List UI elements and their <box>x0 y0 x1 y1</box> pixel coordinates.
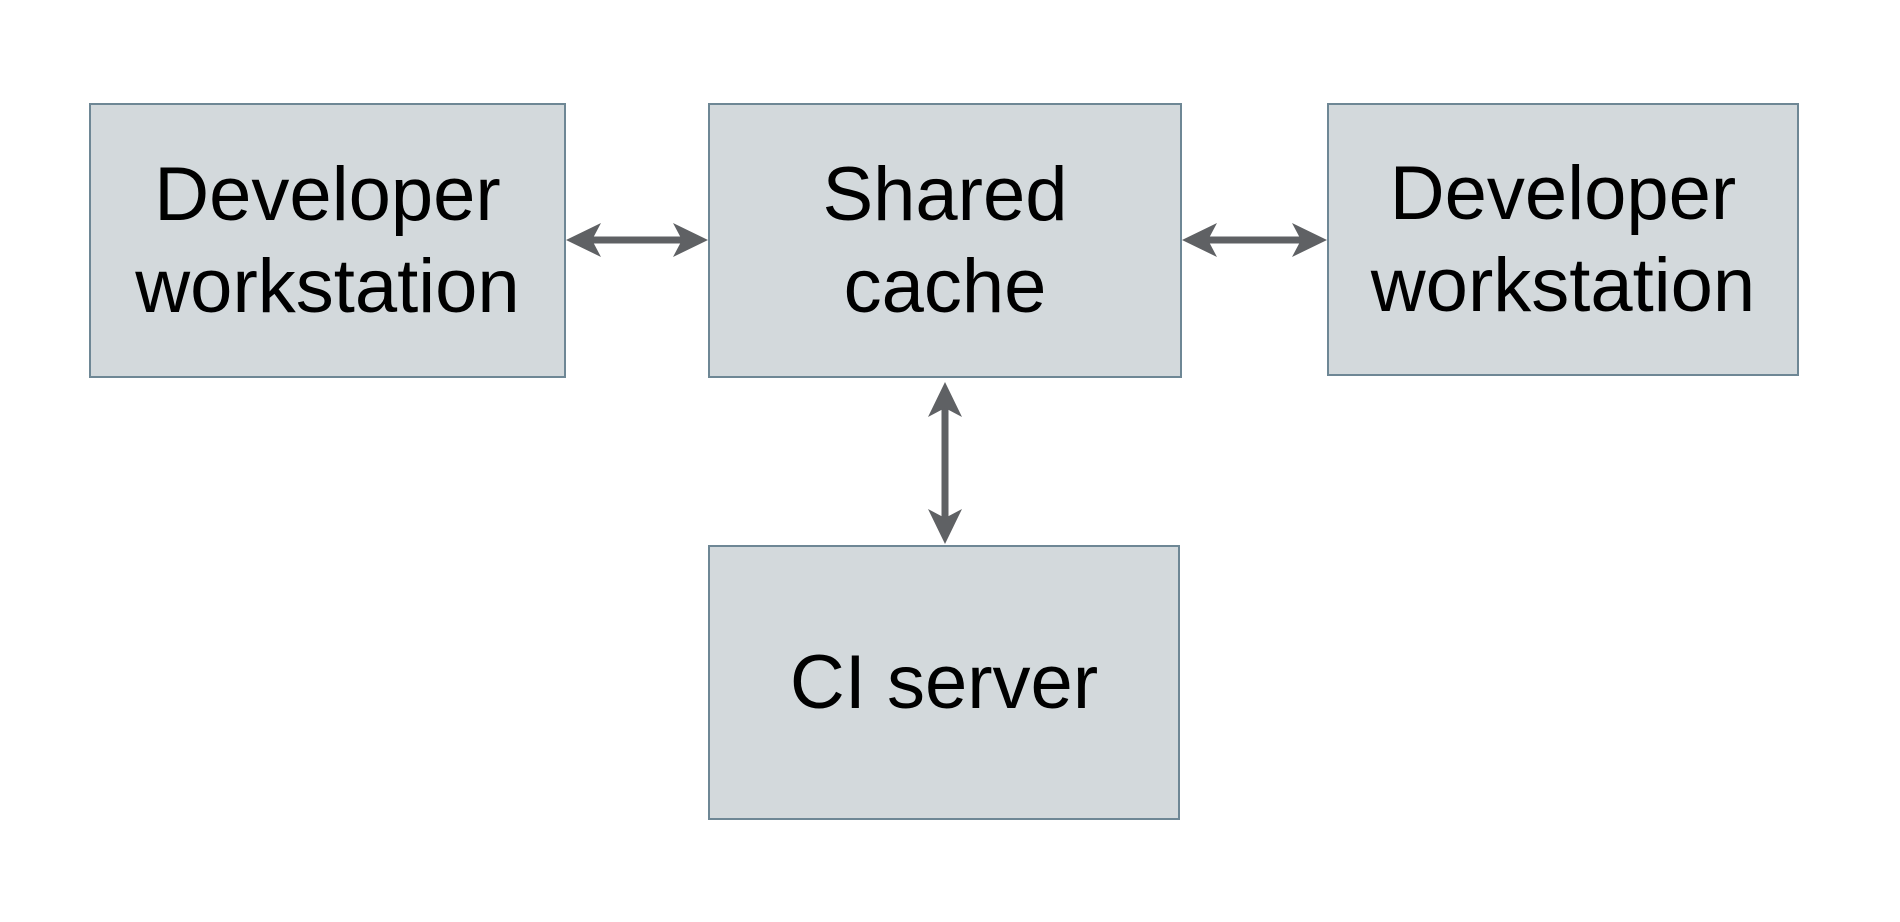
node-developer-workstation-left: Developer workstation <box>89 103 566 378</box>
node-developer-workstation-right: Developer workstation <box>1327 103 1799 376</box>
node-ci-server: CI server <box>708 545 1180 820</box>
bidirectional-arrow-cache-right-workstation <box>1182 223 1327 257</box>
node-ci-server-label: CI server <box>789 639 1099 725</box>
node-developer-workstation-right-label: Developer workstation <box>1370 151 1756 328</box>
node-shared-cache: Shared cache <box>708 103 1182 378</box>
bidirectional-arrow-cache-ci-server <box>928 382 962 544</box>
node-shared-cache-label: Shared cache <box>822 152 1068 329</box>
bidirectional-arrow-left-workstation-cache <box>566 223 708 257</box>
node-developer-workstation-left-label: Developer workstation <box>135 152 520 329</box>
